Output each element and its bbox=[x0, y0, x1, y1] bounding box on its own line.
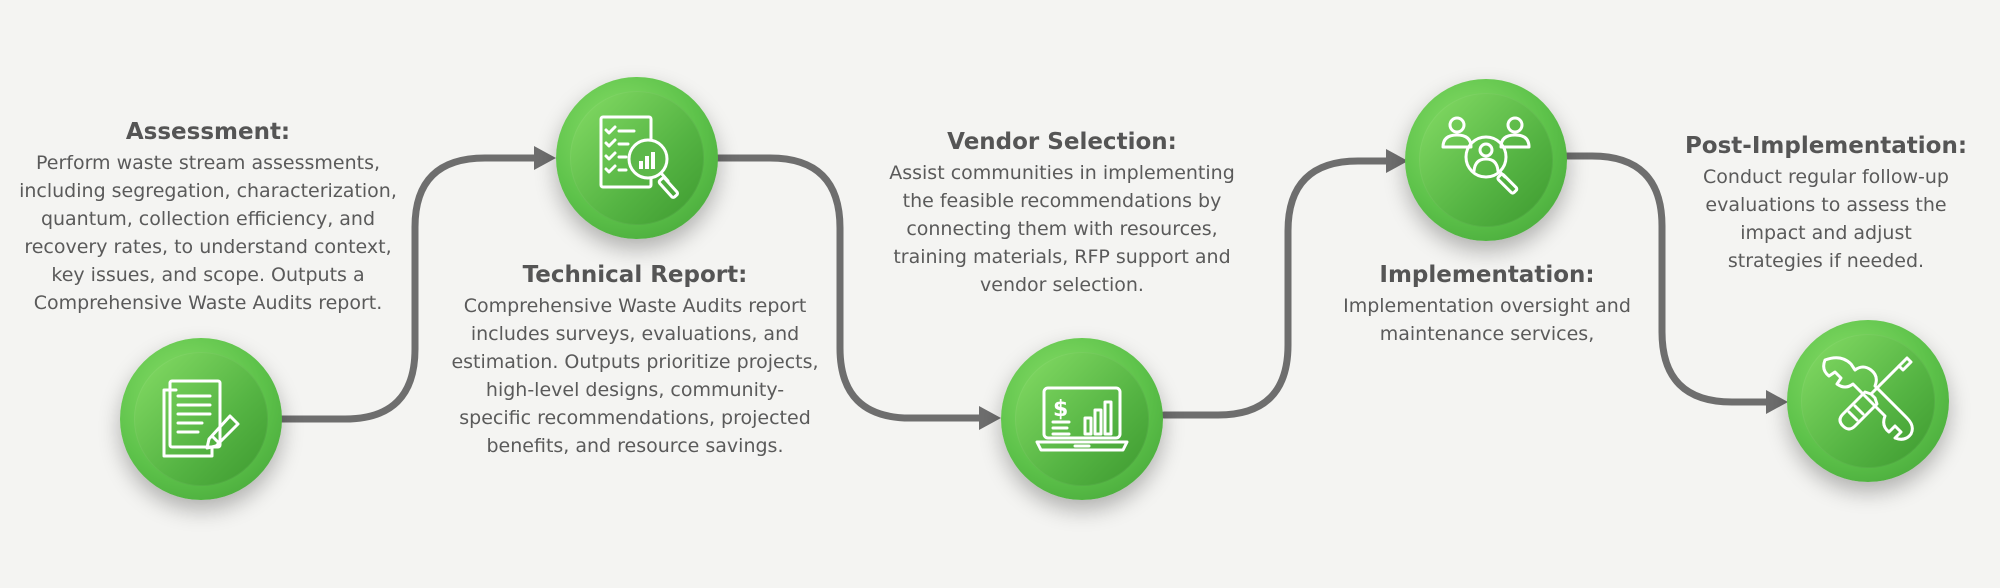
step-description: Perform waste stream assessments, includ… bbox=[19, 152, 397, 314]
step-post-implementation-text: Post-Implementation: Conduct regular fol… bbox=[1676, 131, 1976, 275]
arrowhead-3 bbox=[1386, 149, 1408, 173]
step-implementation-text: Implementation: Implementation oversight… bbox=[1312, 260, 1662, 348]
arrowhead-2 bbox=[979, 406, 1001, 430]
wrench-screwdriver-icon bbox=[1822, 356, 1914, 441]
people-search-icon bbox=[1441, 116, 1531, 195]
step-vendor-selection-circle: $ bbox=[1001, 338, 1163, 500]
connector-4-5 bbox=[1563, 152, 1776, 406]
step-title: Implementation: bbox=[1379, 262, 1595, 288]
svg-text:$: $ bbox=[1053, 397, 1068, 422]
step-technical-report-circle bbox=[556, 77, 718, 239]
step-assessment-circle bbox=[120, 338, 282, 500]
step-description: Implementation oversight and maintenance… bbox=[1343, 295, 1631, 345]
step-implementation-circle bbox=[1405, 79, 1567, 241]
step-title: Technical Report: bbox=[522, 262, 748, 288]
document-pen-icon bbox=[162, 379, 240, 458]
connector-2-3 bbox=[714, 154, 989, 422]
step-description: Assist communities in implementing the f… bbox=[889, 162, 1235, 296]
step-technical-report-text: Technical Report: Comprehensive Waste Au… bbox=[440, 260, 830, 460]
connector-1-2 bbox=[278, 154, 544, 423]
arrowhead-4 bbox=[1766, 390, 1788, 414]
step-vendor-selection-text: Vendor Selection: Assist communities in … bbox=[872, 127, 1252, 299]
step-title: Assessment: bbox=[125, 119, 291, 145]
arrowhead-1 bbox=[534, 146, 556, 170]
step-assessment-text: Assessment: Perform waste stream assessm… bbox=[14, 117, 402, 317]
step-post-implementation-circle bbox=[1787, 320, 1949, 482]
checklist-magnifier-icon bbox=[599, 115, 680, 199]
step-description: Comprehensive Waste Audits report includ… bbox=[451, 295, 819, 457]
step-title: Post-Implementation: bbox=[1684, 133, 1968, 159]
connector-3-4 bbox=[1160, 157, 1396, 419]
laptop-dollar-chart-icon: $ bbox=[1035, 386, 1129, 452]
step-title: Vendor Selection: bbox=[947, 129, 1177, 155]
step-description: Conduct regular follow-up evaluations to… bbox=[1703, 166, 1949, 272]
